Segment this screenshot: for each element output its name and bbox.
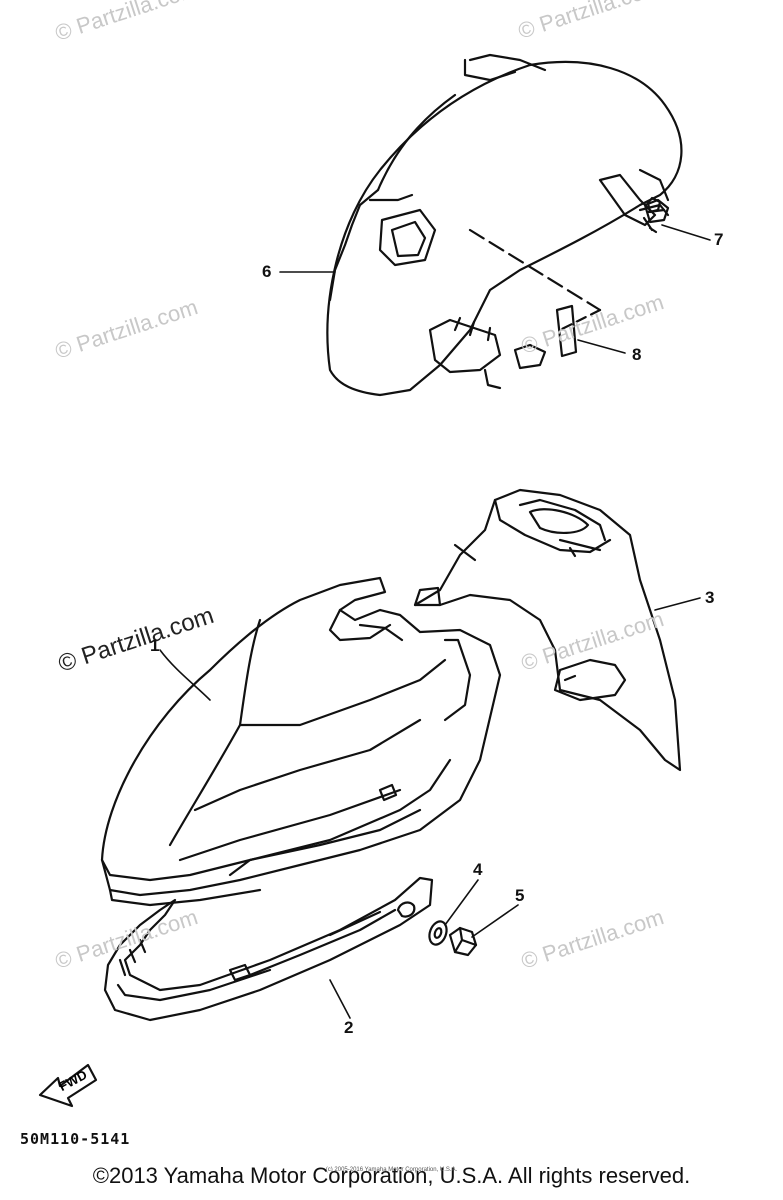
small-copyright: (c) 2005-2016 Yamaha Motor Corporation, … [325, 1167, 458, 1173]
part-1-front-fender [100, 576, 502, 907]
leader-lines [159, 224, 711, 1019]
part-7-bolt [643, 198, 670, 224]
part-3-rear-flap [413, 488, 682, 772]
callout-6: 6 [262, 262, 272, 281]
part-6-inner-fender [326, 53, 683, 397]
part-5-nut [448, 926, 478, 957]
diagram-code: 50M110-5141 [20, 1130, 131, 1148]
callout-7: 7 [714, 230, 724, 249]
callout-1: 1 [150, 636, 160, 655]
copyright-footer: ©2013 Yamaha Motor Corporation, U.S.A. A… [92, 1163, 691, 1188]
part-8-label [555, 304, 578, 358]
callout-3: 3 [705, 588, 715, 607]
callout-4: 4 [473, 860, 483, 879]
callout-8: 8 [632, 345, 642, 364]
part-4-washer [428, 920, 448, 946]
fwd-direction-arrow [38, 1063, 98, 1108]
callout-5: 5 [515, 886, 525, 905]
callout-2: 2 [344, 1018, 354, 1037]
part-2-lower-brace [103, 876, 434, 1022]
